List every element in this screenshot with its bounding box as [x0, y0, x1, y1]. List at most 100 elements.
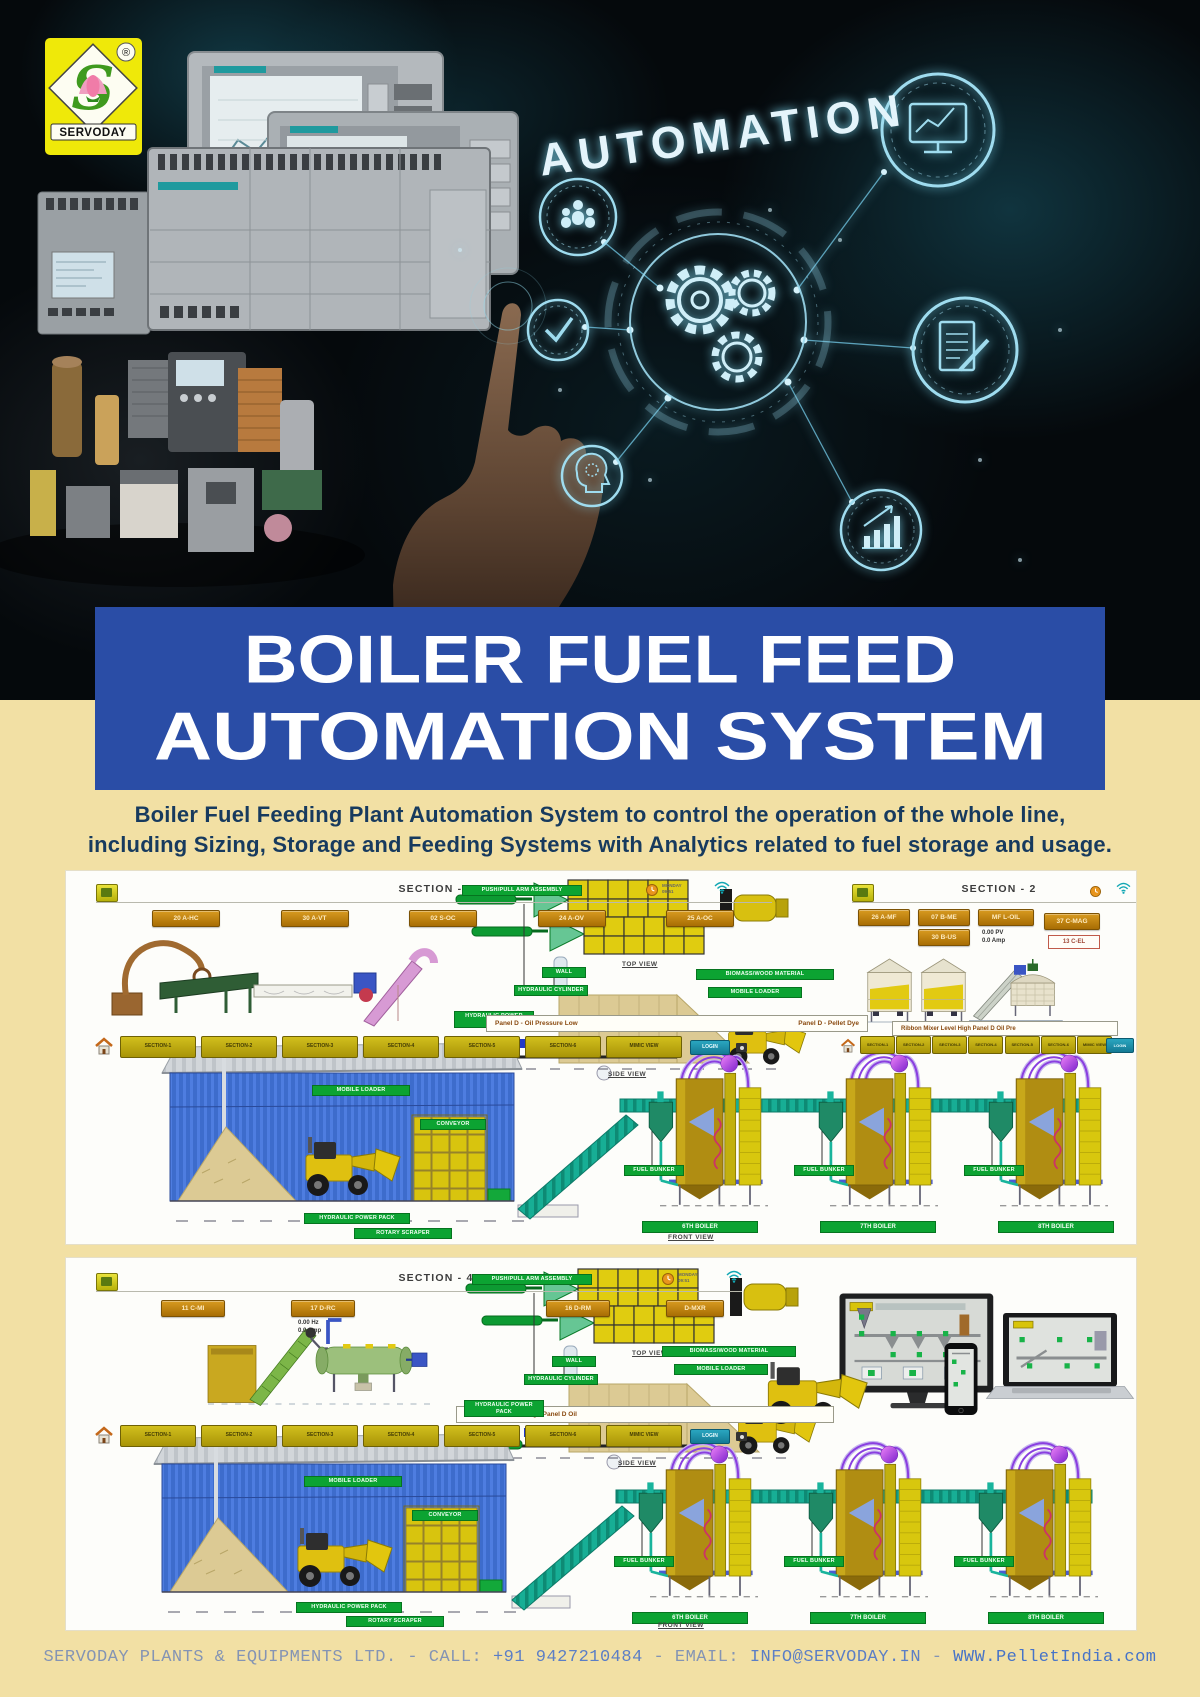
scada-button: 37 C-MAG — [1044, 913, 1100, 930]
bar-chart-icon — [839, 488, 923, 572]
nav-button: SECTION-2 — [201, 1425, 277, 1447]
intro-paragraph: Boiler Fuel Feeding Plant Automation Sys… — [0, 800, 1200, 860]
logo-brand-text: SERVODAY — [59, 127, 126, 139]
label-fuel-bunker: FUEL BUNKER — [784, 1556, 844, 1567]
registered-mark: ® — [122, 47, 130, 59]
intro-line1: Boiler Fuel Feeding Plant Automation Sys… — [134, 802, 1066, 827]
alarm-status-bar: Panel D - Oil Pressure Low Panel D - Pel… — [486, 1015, 868, 1032]
nav-button: SECTION-4 — [363, 1036, 439, 1058]
nav-button: MIMIC VIEW — [606, 1425, 682, 1447]
clock-icon — [1090, 884, 1101, 902]
section2-title: SECTION - 2 — [961, 883, 1037, 895]
nav-button: SECTION-3 — [932, 1036, 968, 1054]
footer-call-label: CALL: — [428, 1648, 483, 1667]
checkmark-icon — [526, 298, 590, 362]
footer-phone[interactable]: +91 9427210484 — [492, 1648, 643, 1667]
scada-button: 16 D-RM — [546, 1300, 610, 1317]
scada-button: 25 A-OC — [666, 910, 734, 927]
boiler-name-labels: 6TH BOILER 7TH BOILER 8TH BOILER — [642, 1221, 1114, 1233]
label-boiler-name: 8TH BOILER — [998, 1221, 1114, 1233]
scada-button: 07 B-ME — [918, 909, 970, 926]
scada-logo-chip — [96, 1273, 118, 1291]
label-mobile-loader: MOBILE LOADER — [674, 1364, 768, 1375]
footer-website[interactable]: WWW.PelletIndia.com — [953, 1648, 1157, 1667]
header-rule — [96, 1291, 742, 1292]
footer-company: SERVODAY PLANTS & EQUIPMENTS LTD. — [43, 1648, 397, 1667]
home-icon — [94, 1426, 114, 1451]
wifi-icon — [714, 881, 730, 899]
footer-email[interactable]: INFO@SERVODAY.IN — [749, 1648, 922, 1667]
label-hydraulic-power-pack: HYDRAULIC POWER PACK — [304, 1213, 410, 1224]
label-biomass-material: BIOMASS/WOOD MATERIAL — [662, 1346, 796, 1357]
label-biomass-material: BIOMASS/WOOD MATERIAL — [696, 969, 834, 980]
label-rotary-scraper: ROTARY SCRAPER — [346, 1616, 444, 1627]
label-boiler-name: 7TH BOILER — [820, 1221, 936, 1233]
section1-title: SECTION - 1 — [398, 883, 474, 895]
label-fuel-bunker: FUEL BUNKER — [964, 1165, 1024, 1176]
intro-line2: including Sizing, Storage and Feeding Sy… — [87, 832, 1113, 857]
label-mobile-loader: MOBILE LOADER — [304, 1476, 402, 1487]
hero-collage: AUTOMATION S ® — [0, 0, 1200, 700]
label-side-view: SIDE VIEW — [618, 1460, 657, 1467]
scada-button: 30 A-VT — [280, 910, 349, 927]
scada-scene-2 — [66, 1258, 1135, 1613]
scada-button: 17 D-RC — [291, 1300, 355, 1317]
label-boiler-name: 8TH BOILER — [988, 1612, 1104, 1624]
label-conveyor: CONVEYOR — [412, 1510, 478, 1521]
electrical-components — [0, 352, 365, 587]
label-front-view: FRONT VIEW — [658, 1622, 704, 1629]
nav-button: MIMIC VIEW — [606, 1036, 682, 1058]
nav-button: SECTION-4 — [968, 1036, 1004, 1054]
mind-icon — [560, 444, 624, 508]
login-button: LOGIN — [690, 1040, 730, 1055]
nav-button: SECTION-6 — [525, 1425, 601, 1447]
wifi-icon — [726, 1270, 742, 1288]
footer-contact-bar: SERVODAY PLANTS & EQUIPMENTS LTD. - CALL… — [43, 1648, 1157, 1667]
nav-button: SECTION-1 — [120, 1425, 196, 1447]
scada-button: MF L-OIL — [978, 909, 1034, 926]
banner-title-line1: BOILER FUEL FEED — [243, 620, 957, 697]
label-boiler-name: 6TH BOILER — [632, 1612, 748, 1624]
label-fuel-bunker: FUEL BUNKER — [794, 1165, 854, 1176]
gears-icon — [604, 208, 832, 436]
nav-button: SECTION-5 — [444, 1036, 520, 1058]
scada-scene-1 — [66, 871, 1136, 1222]
scada-button: 30 B-US — [918, 929, 970, 946]
nav-button: SECTION-5 — [444, 1425, 520, 1447]
label-hydraulic-cylinder: HYDRAULIC CYLINDER — [514, 985, 588, 996]
label-front-view: FRONT VIEW — [668, 1234, 714, 1241]
nav-button: SECTION-3 — [282, 1425, 358, 1447]
drive-values: 0.00 Hz 0.0 Amp — [298, 1320, 322, 1334]
clock-icon — [662, 1272, 674, 1290]
camera-icon — [736, 1432, 747, 1441]
scada-button: D-MXR — [666, 1300, 724, 1317]
nav-button: SECTION-6 — [1040, 1036, 1076, 1054]
label-boiler-name: 6TH BOILER — [642, 1221, 758, 1233]
scada-button: 11 C-MI — [161, 1300, 225, 1317]
login-button: LOGIN — [690, 1429, 730, 1444]
section4-title: SECTION - 4 — [398, 1272, 474, 1284]
label-hydraulic-cylinder: HYDRAULIC CYLINDER — [524, 1374, 598, 1385]
label-hydraulic-power-pack: HYDRAULIC POWER PACK — [464, 1400, 544, 1417]
nav-button: SECTION-6 — [525, 1036, 601, 1058]
label-boiler-name: 7TH BOILER — [810, 1612, 926, 1624]
boiler-name-labels: 6TH BOILER 7TH BOILER 8TH BOILER — [632, 1612, 1104, 1624]
nav-button: SECTION-3 — [282, 1036, 358, 1058]
scada-indicator: 13 C-EL — [1048, 935, 1100, 949]
nav-button: SECTION-2 — [201, 1036, 277, 1058]
drive-values: 0.00 PV 0.0 Amp — [982, 930, 1006, 944]
camera-icon — [736, 1043, 747, 1052]
label-rotary-scraper: ROTARY SCRAPER — [354, 1228, 452, 1239]
home-icon — [94, 1037, 114, 1062]
nav-button: SECTION-2 — [896, 1036, 932, 1054]
clock-icon — [646, 883, 658, 901]
footer-email-label: EMAIL: — [674, 1648, 740, 1667]
team-icon — [538, 177, 618, 257]
lotus-icon — [79, 75, 107, 102]
plc-rack — [37, 147, 491, 335]
